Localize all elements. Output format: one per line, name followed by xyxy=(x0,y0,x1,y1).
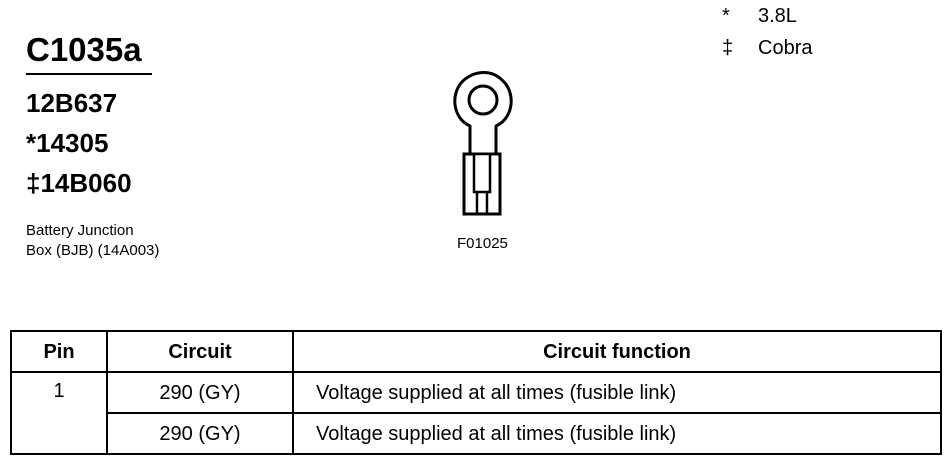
legend-symbol-asterisk: * xyxy=(722,5,730,27)
description-line-2: Box (BJB) (14A003) xyxy=(26,242,160,259)
table-row: 290 (GY) Voltage supplied at all times (… xyxy=(11,412,942,455)
pin-table: Pin Circuit Circuit function 1 290 (GY) … xyxy=(10,330,942,455)
function-cell: Voltage supplied at all times (fusible l… xyxy=(292,371,942,414)
function-cell: Voltage supplied at all times (fusible l… xyxy=(292,412,942,455)
header-circuit: Circuit xyxy=(106,330,294,373)
header-circuit-function: Circuit function xyxy=(292,330,942,373)
header-pin: Pin xyxy=(10,330,108,373)
part-number-3: ‡14B060 xyxy=(26,168,132,198)
part-number-2: *14305 xyxy=(26,128,109,158)
description-line-1: Battery Junction xyxy=(26,222,134,239)
figure-id: F01025 xyxy=(457,235,508,252)
table-header-row: Pin Circuit Circuit function xyxy=(10,330,942,373)
title-underline xyxy=(26,73,152,75)
legend-item-3-8l: * 3.8L xyxy=(722,4,797,28)
legend-symbol-double-dagger: ‡ xyxy=(722,37,734,59)
legend-label: 3.8L xyxy=(758,5,797,27)
circuit-cell: 290 (GY) xyxy=(106,412,294,455)
connector-description: Battery Junction Box (BJB) (14A003) xyxy=(26,221,159,261)
legend-item-cobra: ‡ Cobra xyxy=(722,36,812,60)
pin-cell: 1 xyxy=(10,371,108,455)
circuit-cell: 290 (GY) xyxy=(106,371,294,414)
part-number-1: 12B637 xyxy=(26,88,118,118)
legend-label: Cobra xyxy=(758,37,813,59)
ring-terminal-icon xyxy=(453,71,513,216)
table-row: 1 290 (GY) Voltage supplied at all times… xyxy=(10,371,942,455)
connector-title: C1035a xyxy=(26,31,142,68)
